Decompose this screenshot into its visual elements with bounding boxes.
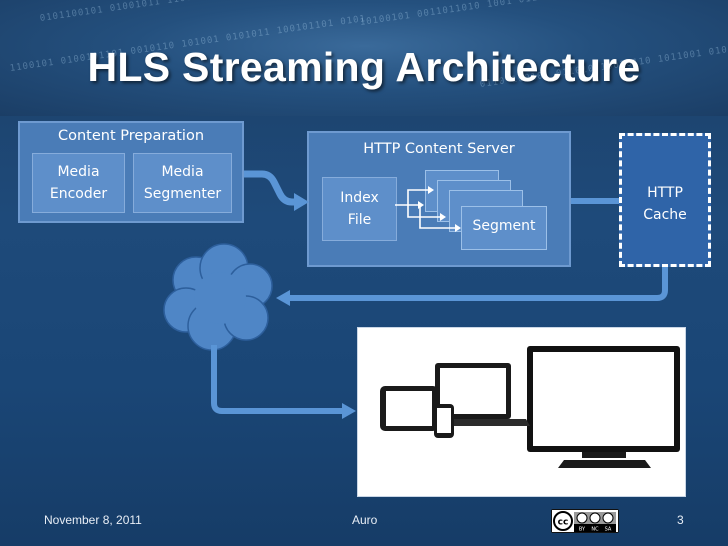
http-cache-label-line2: Cache	[643, 207, 687, 223]
index-to-segment-arrowheads	[418, 186, 461, 232]
footer-author: Auro	[352, 513, 378, 527]
footer-page-number: 3	[677, 513, 684, 527]
cloud-to-devices-arrow	[211, 345, 342, 414]
http-content-server-title: HTTP Content Server	[363, 141, 515, 157]
media-segmenter-box: Media Segmenter	[133, 153, 232, 213]
internet-cloud-icon	[163, 243, 273, 351]
segmenter-to-server-arrowhead	[294, 193, 309, 211]
http-cache-label-line1: HTTP	[647, 185, 683, 201]
segment-label: Segment	[472, 218, 536, 234]
svg-text:cc: cc	[558, 518, 569, 528]
media-encoder-box: Media Encoder	[32, 153, 125, 213]
cache-to-cloud-arrow	[290, 267, 668, 301]
cloud-to-devices-arrowhead	[342, 403, 356, 419]
media-encoder-label-line2: Encoder	[49, 186, 108, 202]
index-file-label-line1: Index	[340, 190, 379, 206]
footer-date: November 8, 2011	[44, 513, 142, 527]
tablet-icon	[380, 386, 438, 431]
media-segmenter-label-line1: Media	[161, 164, 204, 180]
segment-card-front: Segment	[461, 206, 547, 250]
http-cache-box: HTTP Cache	[619, 133, 711, 267]
cc-label-by: BY	[579, 527, 586, 533]
page-title: HLS Streaming Architecture	[87, 44, 641, 90]
tv-icon	[527, 346, 680, 468]
content-preparation-panel: Content Preparation Media Encoder Media …	[18, 121, 244, 223]
media-encoder-label-line1: Media	[57, 164, 100, 180]
cc-label-nc: NC	[591, 527, 599, 533]
cc-label-sa: SA	[605, 527, 612, 533]
index-to-segment-arrows	[395, 189, 455, 229]
client-devices-illustration	[380, 346, 680, 468]
http-content-server-panel: HTTP Content Server Index File Segment	[307, 131, 571, 267]
index-file-label-line2: File	[347, 212, 372, 228]
index-file-box: Index File	[322, 177, 397, 241]
cache-to-cloud-arrowhead	[276, 290, 290, 306]
media-segmenter-label-line2: Segmenter	[143, 186, 222, 202]
phone-icon	[434, 404, 454, 438]
http-cache-label: HTTP Cache	[622, 182, 708, 226]
content-preparation-title: Content Preparation	[57, 128, 205, 144]
creative-commons-by-nc-sa-icon: cc BY NC SA	[551, 509, 619, 533]
segmenter-to-server-arrow	[244, 170, 296, 206]
client-devices-panel	[357, 327, 686, 497]
